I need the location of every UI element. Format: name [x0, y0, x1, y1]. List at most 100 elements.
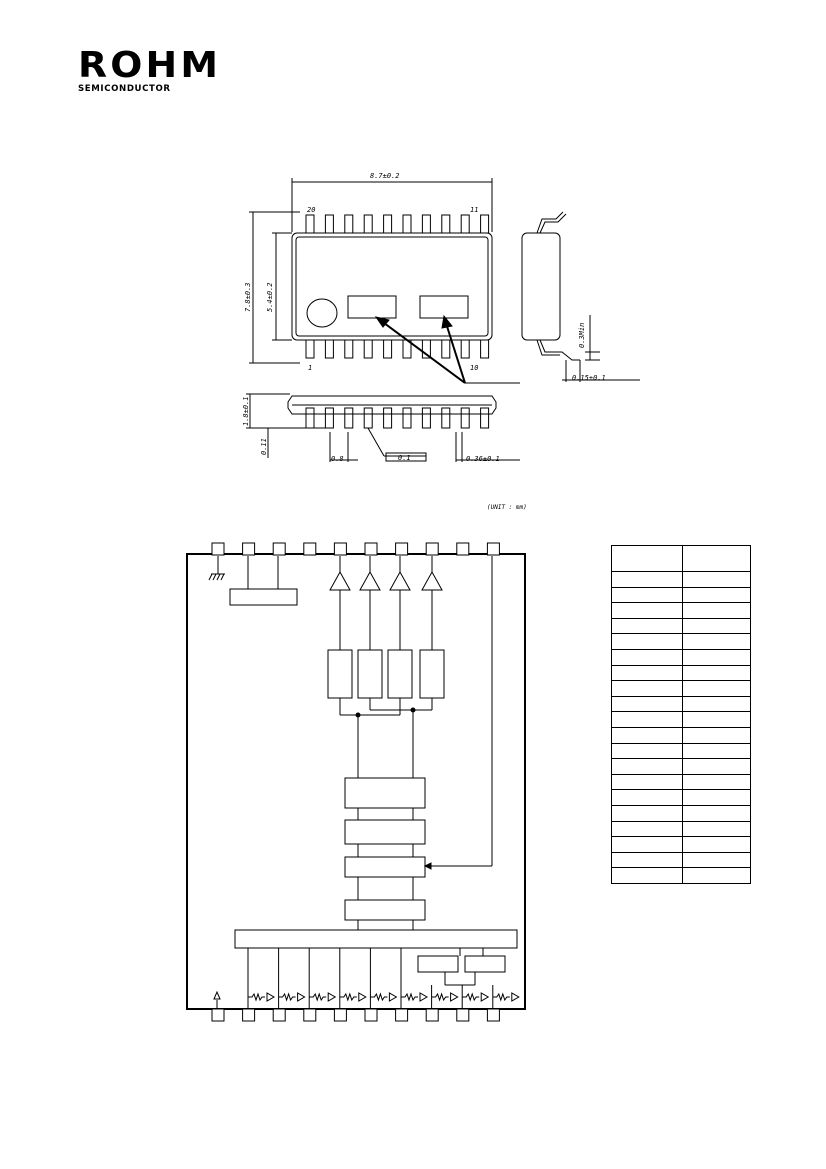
- dim-pitch: 0.8: [331, 455, 344, 463]
- pin-table-row: [611, 742, 751, 760]
- pin-table-cell: [682, 633, 751, 650]
- pin-bottom: [333, 1008, 347, 1022]
- pin-bottom: [211, 1008, 225, 1022]
- pin-table-row: [611, 867, 751, 884]
- driver-triangle: [358, 992, 367, 1002]
- pin-top: [456, 542, 470, 556]
- pin-table-cell: [611, 773, 683, 791]
- pin-table-cell: [611, 742, 683, 760]
- lead-bottom: [324, 339, 334, 359]
- resistor-symbol: [462, 992, 480, 1002]
- pin-table-cell: [611, 726, 683, 744]
- buffer-triangle: [329, 570, 351, 591]
- lead-top: [480, 214, 490, 234]
- pin-table-row: [611, 602, 751, 619]
- pin-table-cell: [611, 695, 683, 713]
- lead-top: [324, 214, 334, 234]
- lead-bottom: [441, 339, 451, 359]
- lead-bottom: [460, 339, 470, 359]
- pin-table-cell: [611, 804, 683, 822]
- lead-bottom: [421, 339, 431, 359]
- pin-table-row: [611, 633, 751, 650]
- lead-bottom: [383, 339, 393, 359]
- chip-outline: [186, 553, 526, 1010]
- lead-front: [383, 407, 393, 429]
- pin-table-row: [611, 820, 751, 838]
- pin-top: [303, 542, 317, 556]
- resistor-symbol: [492, 992, 510, 1002]
- lead-front: [460, 407, 470, 429]
- lead-bottom: [480, 339, 490, 359]
- pin-bottom: [395, 1008, 409, 1022]
- pin-table-cell: [611, 571, 683, 588]
- lead-bottom: [363, 339, 373, 359]
- pin-table-cell: [682, 648, 751, 666]
- logo-wordmark: ROHM: [78, 45, 222, 86]
- pin-table-row: [611, 617, 751, 635]
- pin-table-cell: [682, 742, 751, 760]
- pin-label-1: 1: [308, 364, 312, 372]
- pin-table-cell: [611, 648, 683, 666]
- dim-lead-length: 0.3Min: [578, 323, 586, 348]
- pin-table-cell: [611, 789, 683, 806]
- pin-top: [211, 542, 225, 556]
- driver-triangle: [266, 992, 276, 1002]
- driver-triangle: [480, 992, 490, 1002]
- pin-bottom: [486, 1008, 500, 1022]
- pin-table-row: [611, 695, 751, 713]
- lead-top: [383, 214, 393, 234]
- pin-label-11: 11: [470, 206, 478, 214]
- driver-triangle: [388, 992, 398, 1002]
- resistor-symbol: [370, 992, 388, 1002]
- lead-bottom: [305, 339, 315, 359]
- pin-table-cell: [682, 773, 751, 791]
- pin-table-cell: [682, 617, 751, 635]
- pin-bottom: [303, 1008, 317, 1022]
- pin-table-cell: [611, 633, 683, 650]
- dim-standoff: 0.11: [260, 438, 268, 455]
- pin-table-cell: [682, 711, 751, 728]
- lead-top: [363, 214, 373, 234]
- driver-triangle: [297, 992, 306, 1002]
- pin-table-row: [611, 680, 751, 697]
- pin-top: [486, 542, 500, 556]
- dim-body-width: 5.4±0.2: [266, 282, 274, 312]
- pin-bottom: [456, 1008, 470, 1022]
- pin-table-cell: [682, 758, 751, 775]
- pin1-marker: [306, 298, 338, 328]
- dim-thickness: 1.8±0.1: [242, 396, 250, 426]
- resistor-symbol: [339, 992, 357, 1002]
- pin-table-cell: [611, 758, 683, 775]
- buffer-triangle: [389, 570, 411, 591]
- pin-table: [611, 545, 751, 884]
- lead-top: [402, 214, 412, 234]
- pin-table-cell: [611, 602, 683, 619]
- resistor-symbol: [248, 992, 265, 1002]
- lead-front: [363, 407, 373, 429]
- lead-front: [441, 407, 451, 429]
- pin-top: [395, 542, 409, 556]
- logo-tagline: SEMICONDUCTOR: [78, 84, 171, 94]
- pin-table-row: [611, 711, 751, 728]
- dim-lead-thickness: 0.15±0.1: [572, 374, 606, 382]
- pin-table-row: [611, 851, 751, 869]
- lead-top: [460, 214, 470, 234]
- pin-table-cell: [611, 664, 683, 682]
- pin-top: [242, 542, 256, 556]
- pin-table-header: [611, 545, 751, 572]
- pin-table-row: [611, 804, 751, 822]
- lead-top: [305, 214, 315, 234]
- pin-table-cell: [682, 789, 751, 806]
- pin-table-row: [611, 586, 751, 604]
- pin-top: [425, 542, 439, 556]
- lead-front: [402, 407, 412, 429]
- resistor-symbol: [309, 992, 327, 1002]
- buffer-triangle: [359, 570, 381, 591]
- pin-table-header-cell: [682, 545, 751, 572]
- marking-area-2: [419, 295, 469, 319]
- pin-bottom: [242, 1008, 256, 1022]
- pin-table-row: [611, 571, 751, 588]
- dim-total-height: 7.8±0.3: [244, 282, 252, 312]
- lead-front: [480, 407, 490, 429]
